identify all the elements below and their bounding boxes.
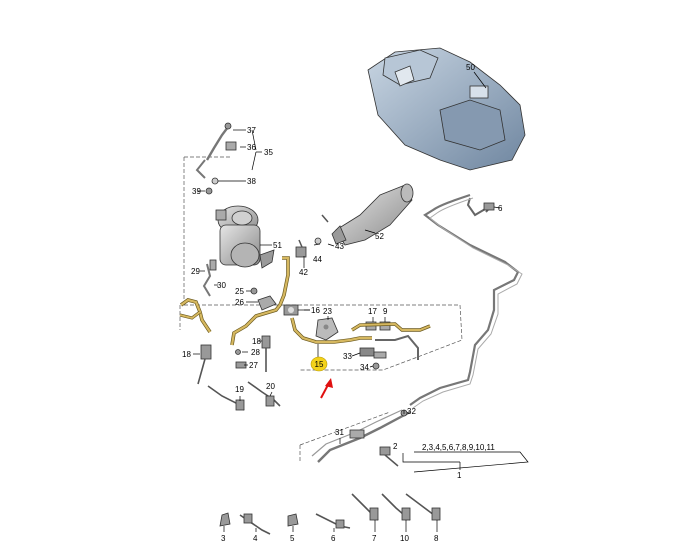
part-label-35: 35 (264, 148, 273, 157)
part-label-26: 26 (235, 298, 244, 307)
part-label-6: 6 (331, 534, 336, 543)
bottom-parts-row (219, 493, 441, 535)
bracket-23 (315, 317, 339, 341)
group-label-2-11: 2,3,4,5,6,7,8,9,10,11 (422, 443, 495, 452)
part-label-4: 4 (253, 534, 258, 543)
part-label-50: 50 (466, 63, 475, 72)
valve-2 (379, 446, 399, 467)
part-label-16: 16 (311, 306, 320, 315)
part-labels: 50 37 36 35 38 39 6 52 43 51 42 44 29 30… (182, 63, 503, 543)
valve-33 (359, 347, 387, 359)
part-label-9: 9 (383, 307, 388, 316)
highlight-bubble-15[interactable]: 15 (310, 356, 328, 372)
part-label-1: 1 (457, 471, 462, 480)
part-label-29: 29 (191, 267, 200, 276)
part-label-25: 25 (235, 287, 244, 296)
part-label-18-left: 18 (182, 350, 191, 359)
part-label-38: 38 (247, 177, 256, 186)
catalyst-52 (321, 183, 414, 246)
part-label-10: 10 (400, 534, 409, 543)
part-label-19: 19 (235, 385, 244, 394)
red-pointer-arrow-icon (320, 378, 333, 399)
fuel-tank-icon (367, 47, 526, 171)
part-label-43: 43 (335, 242, 344, 251)
part-label-27: 27 (249, 361, 258, 370)
part-label-23: 23 (323, 307, 332, 316)
part-label-7: 7 (372, 534, 377, 543)
sensor-18-right (261, 335, 271, 372)
part-label-3: 3 (221, 534, 226, 543)
part-label-6-top: 6 (498, 204, 503, 213)
part-label-17: 17 (368, 307, 377, 316)
part-label-28: 28 (251, 348, 260, 357)
part-label-52: 52 (375, 232, 384, 241)
sensor-18-left (197, 344, 212, 385)
part-label-18-right: 18 (252, 337, 261, 346)
hose-assembly-15 (179, 256, 372, 346)
part-label-42: 42 (299, 268, 308, 277)
valve-42 (295, 239, 307, 258)
part-label-32: 32 (407, 407, 416, 416)
part-label-11: 8 (434, 534, 439, 543)
part-label-15: 15 (315, 360, 324, 369)
part-label-34: 34 (360, 363, 369, 372)
sensor-pipe-37 (195, 122, 237, 179)
part-label-37: 37 (247, 126, 256, 135)
part-label-2: 2 (393, 442, 398, 451)
part-label-44: 44 (313, 255, 322, 264)
part-label-20: 20 (266, 382, 275, 391)
part-label-39: 39 (192, 187, 201, 196)
part-label-30: 30 (217, 281, 226, 290)
t-connector-16 (283, 304, 299, 316)
part-label-51: 51 (273, 241, 282, 250)
filter-housing-51 (215, 205, 275, 269)
pipe-bundle-31 (311, 409, 411, 463)
part-label-33: 33 (343, 352, 352, 361)
part-label-31: 31 (335, 428, 344, 437)
part-label-5: 5 (290, 534, 295, 543)
part-label-36: 36 (247, 143, 256, 152)
